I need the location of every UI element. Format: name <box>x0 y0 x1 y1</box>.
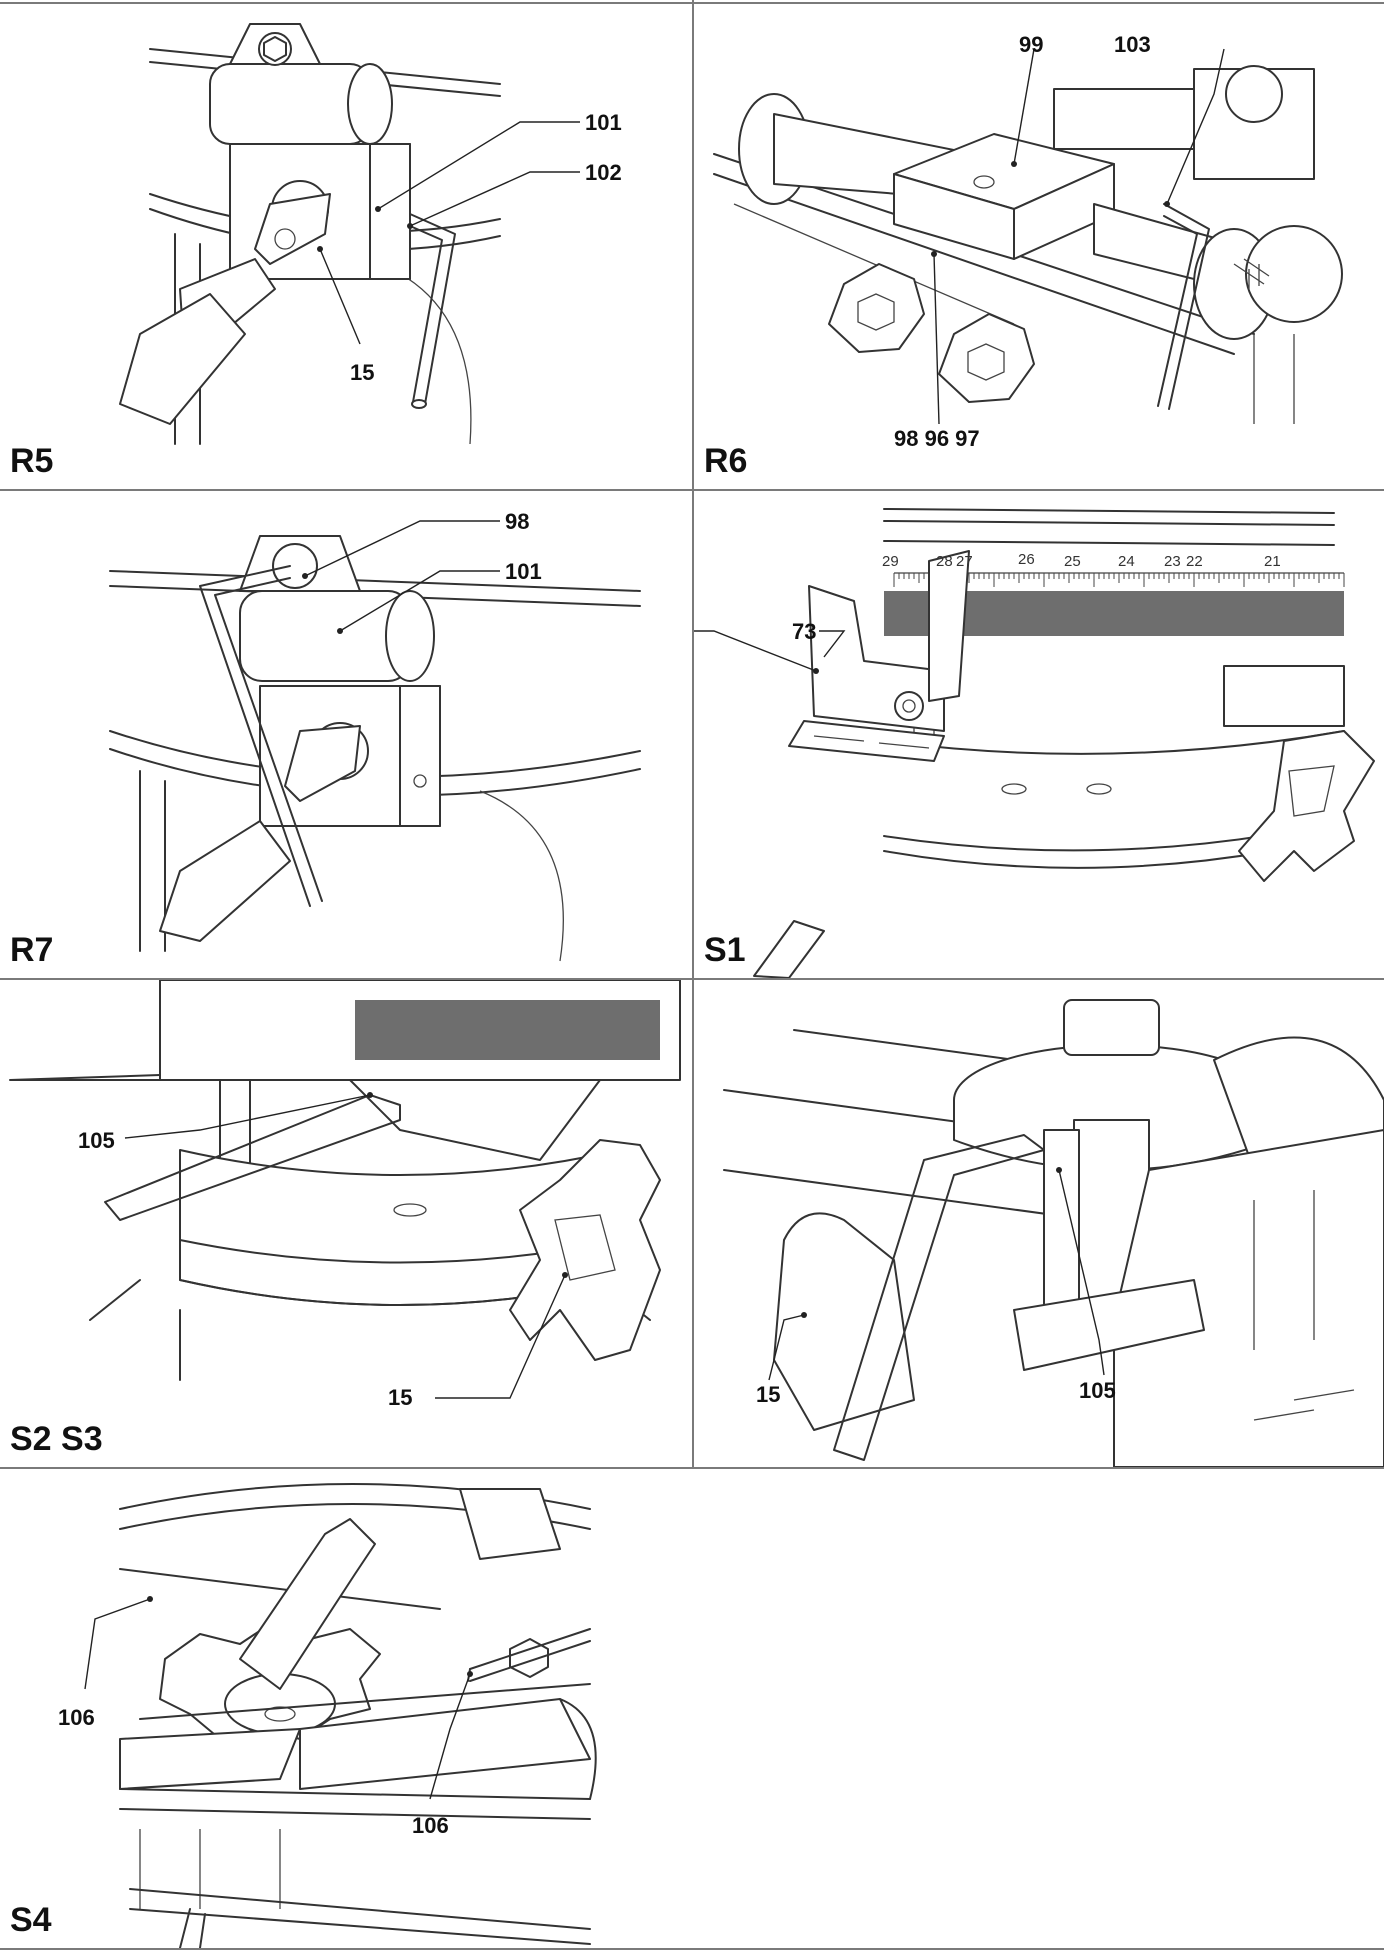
dark-band <box>355 1000 660 1060</box>
scale-21: 21 <box>1264 553 1281 570</box>
scale-28: 28 <box>936 553 953 570</box>
callout-105: 105 <box>1079 1378 1116 1403</box>
r6-drawing <box>713 48 1343 425</box>
callout-73: 73 <box>792 619 817 644</box>
figure-s4: 106 106 S4 <box>0 1469 692 1948</box>
scale-22: 22 <box>1186 553 1203 570</box>
figure-s1: 29 28 27 26 25 24 23 22 21 73 S1 <box>694 491 1384 978</box>
s2-s3-detail-drawing <box>723 999 1384 1467</box>
callout-103: 103 <box>1114 32 1151 57</box>
callout-15: 15 <box>350 360 375 385</box>
callout-15: 15 <box>756 1382 781 1407</box>
figure-label-s1: S1 <box>704 931 746 969</box>
callout-98-96-97: 98 96 97 <box>894 426 980 451</box>
s4-drawing <box>84 1483 597 1948</box>
empty-cell <box>694 1469 1384 1948</box>
callout-98: 98 <box>505 509 530 534</box>
callout-106: 106 <box>412 1813 449 1838</box>
callout-101: 101 <box>505 559 542 584</box>
callout-101: 101 <box>585 110 622 135</box>
scale-27: 27 <box>956 553 973 570</box>
r7-drawing <box>109 520 641 962</box>
scale-26: 26 <box>1018 551 1035 568</box>
figure-s2-s3-detail: 15 105 <box>694 980 1384 1467</box>
r5-drawing <box>119 23 580 445</box>
callout-99: 99 <box>1019 32 1044 57</box>
callout-102: 102 <box>585 160 622 185</box>
scale-29: 29 <box>882 553 899 570</box>
figure-label-r6: R6 <box>704 442 748 480</box>
figure-r6: 99 103 98 96 97 R6 <box>694 4 1384 489</box>
scale-25: 25 <box>1064 553 1081 570</box>
figure-r5: 101 102 15 R5 <box>0 4 692 489</box>
callout-105: 105 <box>78 1128 115 1153</box>
callout-106: 106 <box>58 1705 95 1730</box>
divider-column <box>692 0 694 1467</box>
figure-label-r5: R5 <box>10 442 54 480</box>
callout-15: 15 <box>388 1385 413 1410</box>
figure-label-s4: S4 <box>10 1901 52 1939</box>
figure-r7: 98 101 R7 <box>0 491 692 978</box>
s2-s3-drawing <box>9 980 681 1399</box>
s1-drawing <box>694 508 1375 978</box>
divider-bottom <box>0 1948 1384 1950</box>
figure-s2-s3: 105 15 S2 S3 <box>0 980 692 1467</box>
figure-label-r7: R7 <box>10 931 54 969</box>
scale-23: 23 <box>1164 553 1181 570</box>
divider-row-3 <box>0 1467 1384 1469</box>
figure-label-s2-s3: S2 S3 <box>10 1420 103 1458</box>
scale-24: 24 <box>1118 553 1135 570</box>
